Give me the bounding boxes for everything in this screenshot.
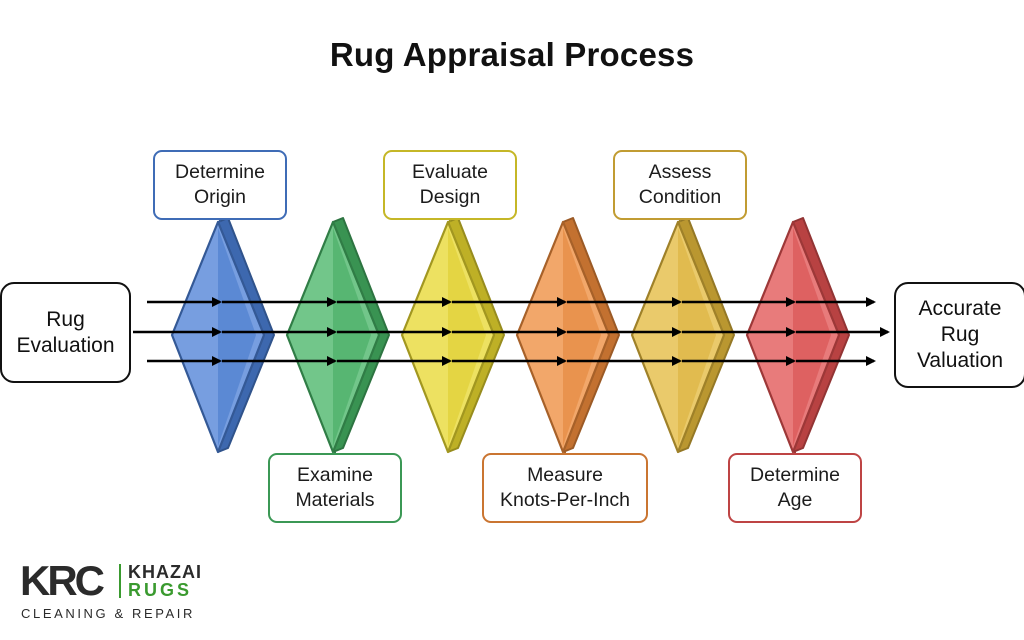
step-label-determine-origin: Determine Origin: [153, 150, 287, 220]
logo-mark: KRC: [20, 560, 108, 600]
logo-divider: [119, 564, 121, 598]
diagram-title: Rug Appraisal Process: [329, 36, 695, 73]
logo-tagline: CLEANING & REPAIR: [21, 606, 195, 621]
start-node-rug-evaluation: Rug Evaluation: [0, 282, 131, 383]
stage-evaluate-design: [400, 217, 505, 454]
stage-assess-condition: [630, 217, 735, 454]
step-label-evaluate-design: Evaluate Design: [383, 150, 517, 220]
company-logo: KRC KHAZAI RUGS CLEANING & REPAIR: [20, 560, 220, 630]
step-label-assess-condition: Assess Condition: [613, 150, 747, 220]
step-label-determine-age: Determine Age: [728, 453, 862, 523]
stage-measure-knots-per-inch: [515, 217, 620, 454]
stage-facet: [448, 228, 486, 446]
logo-mark-text: KRC: [20, 560, 105, 600]
stage-facet: [793, 228, 831, 446]
stage-facet: [678, 228, 716, 446]
stage-facet: [333, 228, 371, 446]
step-label-examine-materials: Examine Materials: [268, 453, 402, 523]
logo-brand-line-1: KHAZAI: [128, 562, 202, 582]
logo-brand-line-2: RUGS: [128, 580, 193, 600]
stage-determine-age: [745, 217, 850, 454]
step-label-measure-knots-per-inch: Measure Knots-Per-Inch: [482, 453, 648, 523]
stage-determine-origin: [170, 217, 275, 454]
stage-facet: [218, 228, 256, 446]
stage-facet: [563, 228, 601, 446]
stage-examine-materials: [285, 217, 390, 454]
end-node-accurate-rug-valuation: Accurate Rug Valuation: [894, 282, 1024, 388]
